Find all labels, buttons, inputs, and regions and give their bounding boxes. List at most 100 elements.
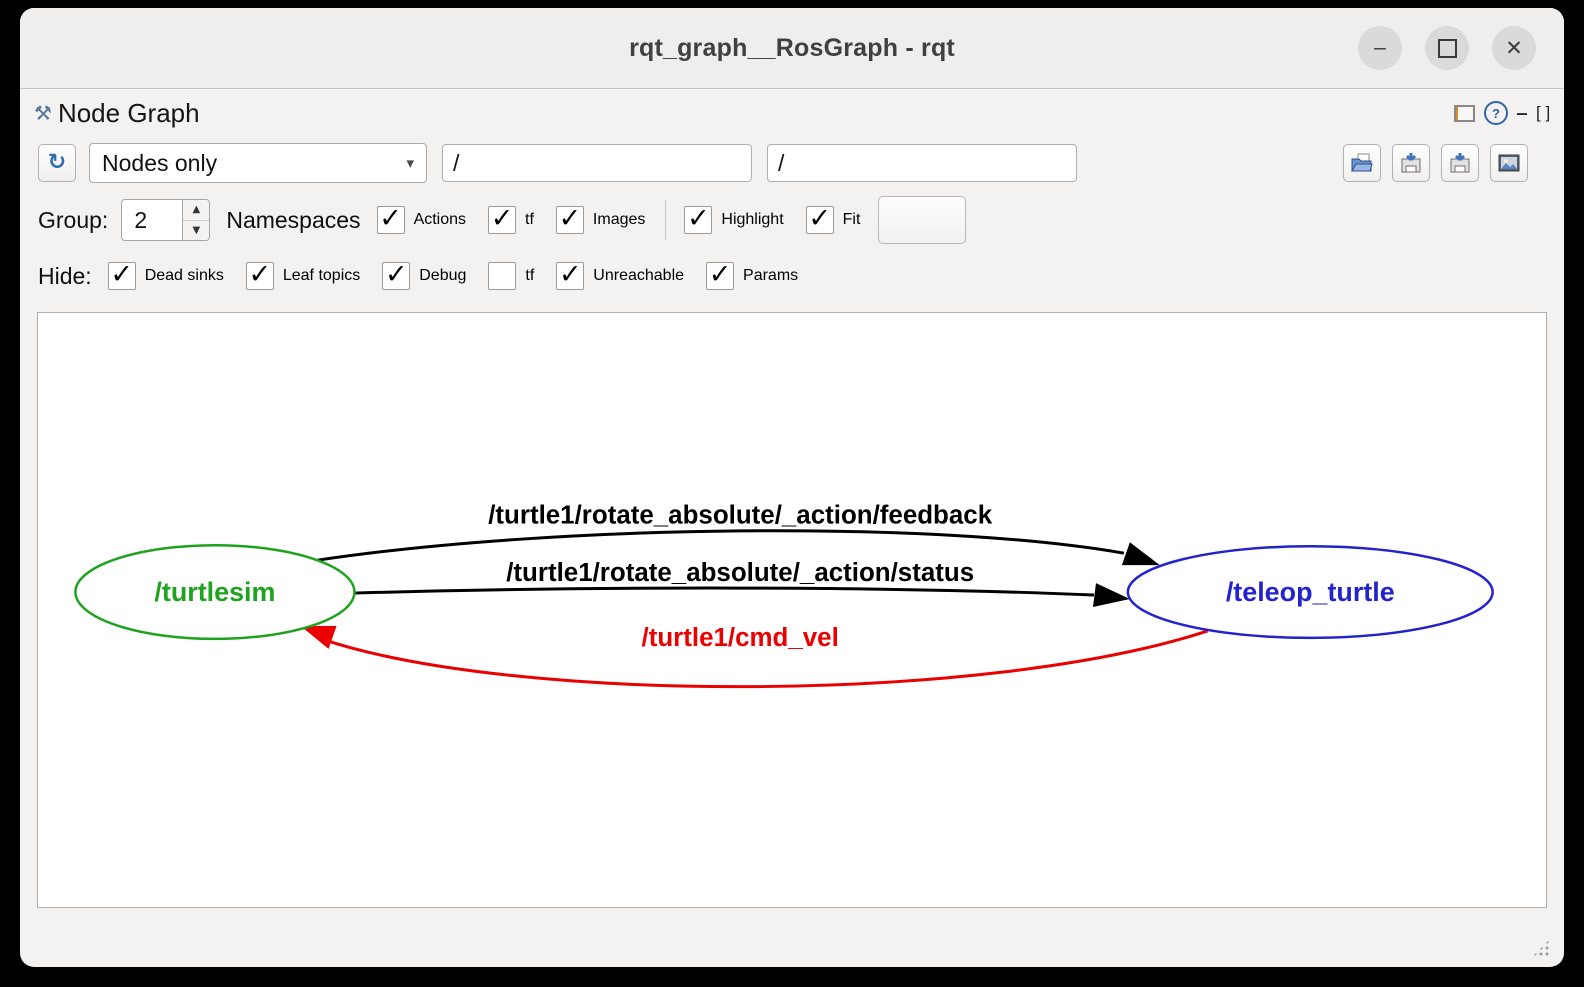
node-graph-canvas[interactable]: /turtle1/rotate_absolute/_action/feedbac… <box>37 312 1547 908</box>
checkbox-label: Params <box>743 267 799 284</box>
checkbox-label: tf <box>525 211 534 228</box>
checkbox-label: Highlight <box>721 211 784 228</box>
checkbox-label: Images <box>592 211 646 228</box>
group-label: Group: <box>38 206 109 233</box>
checkbox-indicator[interactable] <box>376 206 405 234</box>
checkbox-indicator[interactable] <box>107 262 136 290</box>
window-controls: – ✕ <box>1358 26 1536 70</box>
save-dot-button[interactable] <box>1392 144 1430 182</box>
checkbox-label: Debug <box>419 267 467 284</box>
save-svg-button[interactable] <box>1441 144 1479 182</box>
resize-grip[interactable] <box>1532 939 1550 957</box>
help-icon[interactable]: ? <box>1483 101 1508 125</box>
window-title: rqt_graph__RosGraph - rqt <box>629 33 955 62</box>
maximize-button[interactable] <box>1425 26 1469 70</box>
checkbox-indicator[interactable] <box>382 262 411 290</box>
node-turtlesim[interactable]: /turtlesim <box>74 543 356 641</box>
checkbox-debug[interactable]: Debug <box>382 262 466 290</box>
checkbox-label: tf <box>525 267 535 284</box>
checkbox-leaf-topics[interactable]: Leaf topics <box>245 262 361 290</box>
save-image-button[interactable] <box>1490 144 1528 182</box>
spin-down-icon[interactable]: ▼ <box>183 219 210 240</box>
node-label-turtlesim: /turtlesim <box>154 577 275 607</box>
checkbox-tf-group[interactable]: tf <box>488 206 534 234</box>
graph-type-value: Nodes only <box>102 149 218 176</box>
checkbox-fit[interactable]: Fit <box>805 206 860 234</box>
checkbox-indicator[interactable] <box>706 262 735 290</box>
maximize-icon <box>1437 38 1457 58</box>
minimize-icon: – <box>1374 36 1386 59</box>
toolbar: ↻ Nodes only ▾ <box>20 139 1564 187</box>
edge-line <box>317 529 1125 562</box>
close-icon: ✕ <box>1505 36 1523 60</box>
arrowhead-icon <box>1121 542 1160 566</box>
checkbox-actions[interactable]: Actions <box>376 206 467 234</box>
edge-line <box>354 586 1095 597</box>
group-spinbox[interactable]: ▲ ▼ <box>121 199 211 241</box>
rqt-window: rqt_graph__RosGraph - rqt – ✕ ⚒ Node Gra… <box>20 8 1564 967</box>
refresh-button[interactable]: ↻ <box>38 144 76 182</box>
hide-label: Hide: <box>38 262 92 289</box>
node-filter-input[interactable] <box>442 144 752 182</box>
checkbox-unreachable[interactable]: Unreachable <box>556 262 684 290</box>
save-svg-icon <box>1450 153 1470 173</box>
plugin-tools-icon: ⚒ <box>34 101 52 125</box>
image-icon <box>1498 154 1520 172</box>
group-value-input[interactable] <box>121 199 183 241</box>
edge-line <box>324 629 1209 689</box>
checkbox-indicator[interactable] <box>555 206 584 234</box>
refresh-icon: ↻ <box>47 150 67 175</box>
dock-title: Node Graph <box>57 97 200 128</box>
checkbox-indicator[interactable] <box>556 262 585 290</box>
checkbox-params[interactable]: Params <box>706 262 798 290</box>
hide-row: Hide: Dead sinks Leaf topics Debug tf Un… <box>20 252 1564 300</box>
node-ellipse[interactable] <box>74 543 356 641</box>
save-dot-icon <box>1401 153 1421 173</box>
edge-label-status: /turtle1/rotate_absolute/_action/status <box>506 559 974 587</box>
file-action-buttons <box>1343 144 1528 182</box>
dock-minimize-icon[interactable]: ‒ <box>1516 103 1527 123</box>
edge-cmd-vel: /turtle1/cmd_vel <box>300 624 1209 689</box>
dock-float-icon[interactable]: [ ] <box>1536 103 1551 122</box>
edge-label-cmd-vel: /turtle1/cmd_vel <box>642 624 839 652</box>
minimize-button[interactable]: – <box>1358 26 1402 70</box>
checkbox-indicator[interactable] <box>488 262 517 290</box>
open-folder-icon <box>1351 153 1373 172</box>
title-bar[interactable]: rqt_graph__RosGraph - rqt – ✕ <box>20 8 1564 89</box>
node-teleop-turtle[interactable]: /teleop_turtle <box>1126 544 1494 640</box>
checkbox-indicator[interactable] <box>684 206 713 234</box>
namespaces-label: Namespaces <box>226 206 361 233</box>
node-label-teleop-turtle: /teleop_turtle <box>1226 577 1395 607</box>
dock-buttons: ? ‒ [ ] <box>1453 101 1552 125</box>
spin-up-icon[interactable]: ▲ <box>183 200 210 220</box>
edge-status: /turtle1/rotate_absolute/_action/status <box>354 559 1130 608</box>
edge-feedback: /turtle1/rotate_absolute/_action/feedbac… <box>317 501 1160 566</box>
checkbox-label: Actions <box>413 211 467 228</box>
arrowhead-icon <box>300 625 337 649</box>
checkbox-highlight[interactable]: Highlight <box>684 206 784 234</box>
checkbox-label: Leaf topics <box>282 267 361 284</box>
node-ellipse[interactable] <box>1126 544 1494 640</box>
open-dot-file-button[interactable] <box>1343 144 1381 182</box>
dock-settings-icon[interactable] <box>1453 104 1475 122</box>
graph-type-combobox[interactable]: Nodes only ▾ <box>89 143 427 183</box>
ros-node-graph: /turtle1/rotate_absolute/_action/feedbac… <box>74 501 1494 689</box>
checkbox-dead-sinks[interactable]: Dead sinks <box>107 262 224 290</box>
dock-header: ⚒ Node Graph ? ‒ [ ] <box>20 89 1564 135</box>
chevron-down-icon: ▾ <box>406 154 414 172</box>
spin-buttons: ▲ ▼ <box>182 199 211 241</box>
arrowhead-icon <box>1092 583 1130 608</box>
options-row: Group: ▲ ▼ Namespaces Actions tf Images … <box>20 195 1564 245</box>
topic-filter-input[interactable] <box>767 144 1077 182</box>
fit-in-view-button[interactable] <box>878 196 967 244</box>
checkbox-label: Dead sinks <box>144 267 224 284</box>
checkbox-indicator[interactable] <box>245 262 274 290</box>
checkbox-indicator[interactable] <box>805 206 834 234</box>
edge-label-feedback: /turtle1/rotate_absolute/_action/feedbac… <box>488 501 992 529</box>
close-button[interactable]: ✕ <box>1492 26 1536 70</box>
checkbox-label: Unreachable <box>593 267 685 284</box>
checkbox-tf-hide[interactable]: tf <box>488 262 534 290</box>
separator <box>665 200 667 240</box>
checkbox-images[interactable]: Images <box>555 206 646 234</box>
checkbox-indicator[interactable] <box>488 206 517 234</box>
